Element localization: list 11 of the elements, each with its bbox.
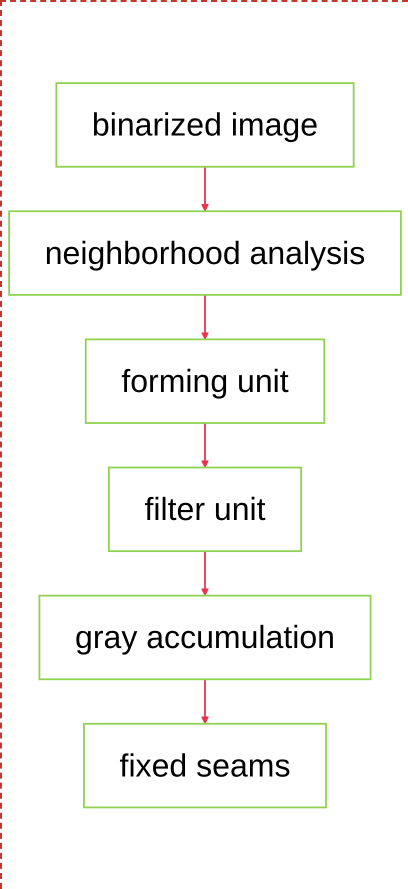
- arrow: [201, 680, 209, 724]
- arrow: [201, 423, 209, 468]
- node-box: filter unit: [108, 466, 302, 552]
- arrow: [201, 166, 209, 212]
- arrow: [201, 295, 209, 340]
- node-box: neighborhood analysis: [8, 210, 402, 296]
- node-box: fixed seams: [83, 723, 327, 809]
- node-box: binarized image: [55, 82, 355, 168]
- node-box: gray accumulation: [38, 594, 372, 680]
- arrow: [201, 551, 209, 596]
- node-box: forming unit: [84, 338, 326, 424]
